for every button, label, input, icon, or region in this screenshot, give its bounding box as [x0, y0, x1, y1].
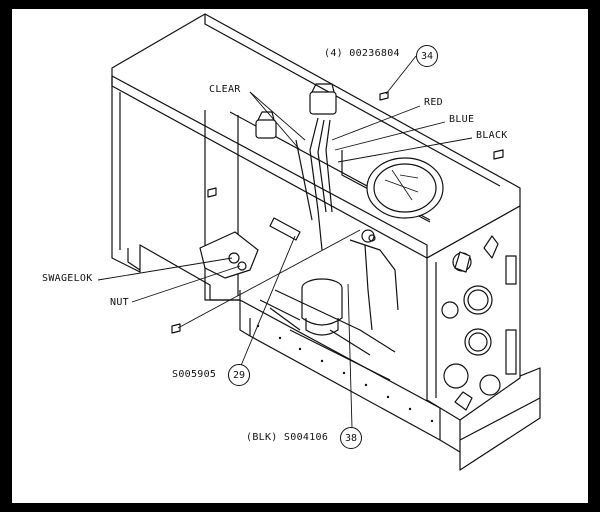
leader-part-29-line — [177, 229, 361, 329]
leader-38 — [347, 283, 353, 429]
leader-black — [337, 137, 473, 163]
pressure-gauge — [366, 157, 444, 219]
leader-clear-1 — [249, 91, 306, 141]
label-black: BLACK — [476, 130, 508, 141]
callout-38: 38 — [340, 427, 362, 449]
label-swagelok: SWAGELOK — [42, 273, 93, 284]
leader-nut — [131, 265, 241, 303]
callout-29: 29 — [228, 364, 250, 386]
label-part-38: (BLK) S004106 — [246, 432, 329, 443]
label-part-29: S005905 — [172, 369, 217, 380]
leader-red — [331, 105, 421, 141]
electrical-connector — [309, 91, 337, 115]
base-rail — [239, 299, 441, 441]
leader-29 — [239, 235, 296, 369]
leader-blue — [334, 121, 446, 151]
leader-clear-2 — [249, 91, 301, 151]
leader-34 — [385, 55, 417, 95]
label-red: RED — [424, 97, 443, 108]
cabinet-top-rim — [111, 75, 428, 258]
label-blue: BLUE — [449, 114, 475, 125]
label-part-34: (4) 00236804 — [324, 48, 400, 59]
label-nut: NUT — [110, 297, 129, 308]
panel-gauge-3 — [443, 363, 469, 389]
panel-knob — [454, 251, 471, 273]
leader-swagelok — [97, 257, 233, 281]
callout-34: 34 — [416, 45, 438, 67]
label-clear: CLEAR — [209, 84, 241, 95]
